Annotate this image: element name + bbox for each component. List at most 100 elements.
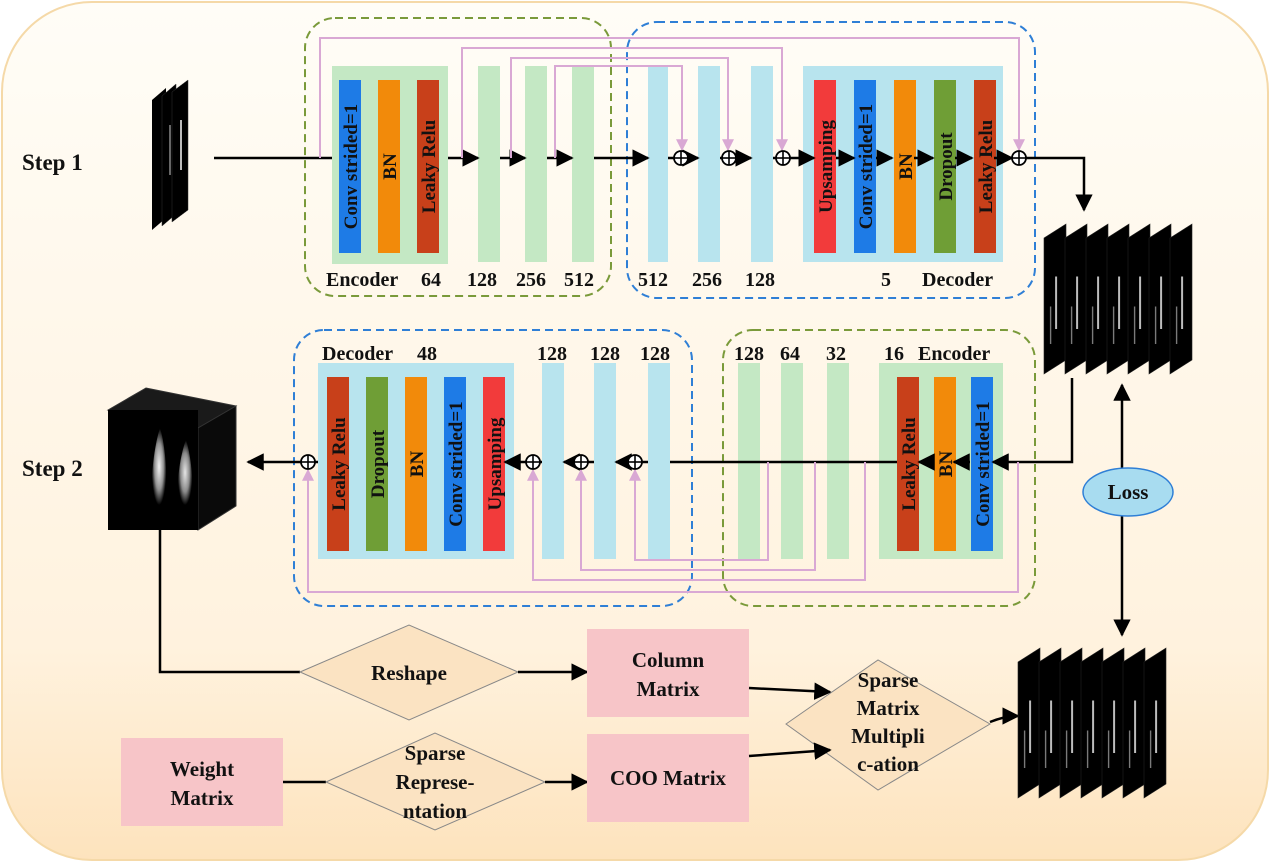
sparse-to-output-arrow: [989, 707, 1020, 725]
pipeline-output-image: [1017, 647, 1167, 799]
coo-matrix-label: COO Matrix: [610, 766, 727, 790]
step2-encoder-layer-1: [934, 377, 956, 551]
step1-encoder-layer-label-0: Conv strided=1: [341, 104, 362, 229]
step2-decoder-layer-label-0: Leaky Relu: [329, 417, 350, 511]
pipeline-output-slice-3: [1080, 647, 1104, 799]
coo-matrix-box: [587, 734, 749, 822]
weight-matrix-line2: Matrix: [171, 786, 234, 810]
step2-decoder-title: Decoder: [322, 343, 393, 365]
step2-dec-size-2: 128: [640, 343, 670, 365]
step1-output-slice-4: [1127, 223, 1151, 375]
step1-enc-size-1: 256: [516, 269, 546, 291]
step1-oplus-0: [673, 150, 689, 166]
weight-matrix-line1: Weight: [170, 757, 234, 781]
step2-encoder-border: [722, 329, 1036, 607]
sparse-mult-line1: Sparse: [858, 668, 919, 692]
step1-oplus-1: [721, 150, 737, 166]
step2-decoder-layer-label-3: Conv strided=1: [446, 401, 467, 526]
step1-encoder-layer-2: [417, 80, 439, 253]
step2-decoder-layer-0: [327, 377, 349, 551]
pipeline-output-slice-2: [1059, 647, 1083, 799]
step2-encoder-layer-label-2: Conv strided=1: [973, 401, 994, 526]
step1-dec-size-0: 512: [638, 269, 668, 291]
step1-sum-nodes: [673, 150, 1027, 166]
step1-output-slice-3: [1106, 223, 1130, 375]
pipeline-output-slice-0: [1017, 647, 1041, 799]
step2-enc-size-1: 64: [780, 343, 800, 365]
step2-oplus-3: [300, 454, 316, 470]
step1-enc-bar-512: [572, 66, 594, 262]
step1-encoder-title: Encoder: [326, 269, 398, 291]
sparse-mult-line4: c-ation: [857, 752, 919, 776]
sparse-mult-line2: Matrix: [857, 696, 920, 720]
step1-encoder-layer-label-2: Leaky Relu: [419, 119, 440, 213]
step1-decoder-layer-0: [814, 80, 836, 253]
step2-dec-size-1: 128: [590, 343, 620, 365]
pipeline-output-slice-4: [1101, 647, 1125, 799]
cube-to-reshape-line: [158, 530, 300, 674]
step1-decoder-layer-4: [974, 80, 996, 253]
step1-oplus-3: [1011, 150, 1027, 166]
step2-oplus-0: [627, 454, 643, 470]
step2-decoder-border: [293, 329, 693, 607]
step1-decoder-layer-label-3: Dropout: [936, 132, 957, 201]
step2-decoder-layer-label-1: Dropout: [368, 429, 389, 498]
step2-dec-bar-0: [542, 363, 564, 559]
sparse-rep-line1: Sparse: [405, 741, 466, 765]
coo-to-sparse-arrow: [748, 742, 832, 760]
sparse-rep-line3: ntation: [403, 799, 468, 823]
step2-enc-size-0: 128: [734, 343, 764, 365]
step1-decoder-size: 5: [881, 269, 891, 291]
step1-output-slice-0: [1043, 223, 1067, 375]
pipeline-output-slice-6: [1143, 647, 1167, 799]
step2-oplus-1: [573, 454, 589, 470]
step2-decoder-layer-4: [483, 377, 505, 551]
step1-output-slice-2: [1085, 223, 1109, 375]
step1-encoder-layer-0: [339, 80, 361, 253]
column-matrix-line2: Matrix: [637, 677, 700, 701]
step2-decoder-size: 48: [417, 343, 437, 365]
step2-decoder-layer-3: [444, 377, 466, 551]
loss-node: [1082, 467, 1174, 517]
step2-encoder-layer-label-1: BN: [936, 451, 957, 478]
column-matrix-line1: Column: [632, 648, 705, 672]
step1-encoder-border: [304, 17, 612, 297]
step2-encoder-layer-label-0: Leaky Relu: [899, 417, 920, 511]
step2-encoder-layer-2: [971, 377, 993, 551]
step1-output-image: [1043, 223, 1193, 375]
step1-decoder-layer-3: [934, 80, 956, 253]
step2-dec-bar-1: [594, 363, 616, 559]
sparse-mult-node: [785, 659, 991, 791]
step2-dec-bar-2: [648, 363, 670, 559]
step2-skip-connections: [302, 462, 1019, 593]
step1-decoder-layer-1: [854, 80, 876, 253]
step1-flow: [448, 149, 1093, 212]
step2-label: Step 2: [22, 456, 83, 481]
step1-decoder-layer-label-1: Conv strided=1: [856, 104, 877, 229]
reshape-label: Reshape: [371, 661, 447, 685]
step1-oplus-2: [775, 150, 791, 166]
step1-output-slice-1: [1064, 223, 1088, 375]
sparse-mult-line3: Multipli: [851, 724, 925, 748]
sparse-rep-line2: Represe-: [396, 770, 475, 794]
step1-dec-size-2: 128: [745, 269, 775, 291]
step1-output-slice-5: [1148, 223, 1172, 375]
step1-dec-bar-256: [698, 66, 720, 262]
step1-enc-size-2: 512: [564, 269, 594, 291]
step2-output-cube: [106, 387, 238, 531]
step1-decoder-layer-label-0: Upsamping: [816, 120, 837, 213]
pipeline-output-slice-1: [1038, 647, 1062, 799]
step2-decoder-layer-label-4: Upsamping: [485, 417, 506, 510]
step1-enc-bar-128: [478, 66, 500, 262]
step2-encoder-size: 16: [884, 343, 904, 365]
step1-input-image: [152, 79, 189, 230]
step1-decoder-layer-label-2: BN: [896, 153, 917, 180]
step1-dec-size-1: 256: [692, 269, 722, 291]
loss-label: Loss: [1108, 480, 1149, 504]
step2-enc-size-2: 32: [826, 343, 846, 365]
column-to-sparse-arrow: [748, 682, 832, 700]
step1-enc-bar-256: [525, 66, 547, 262]
step1-enc-size-0: 128: [467, 269, 497, 291]
step1-encoder-layer-label-1: BN: [380, 153, 401, 180]
